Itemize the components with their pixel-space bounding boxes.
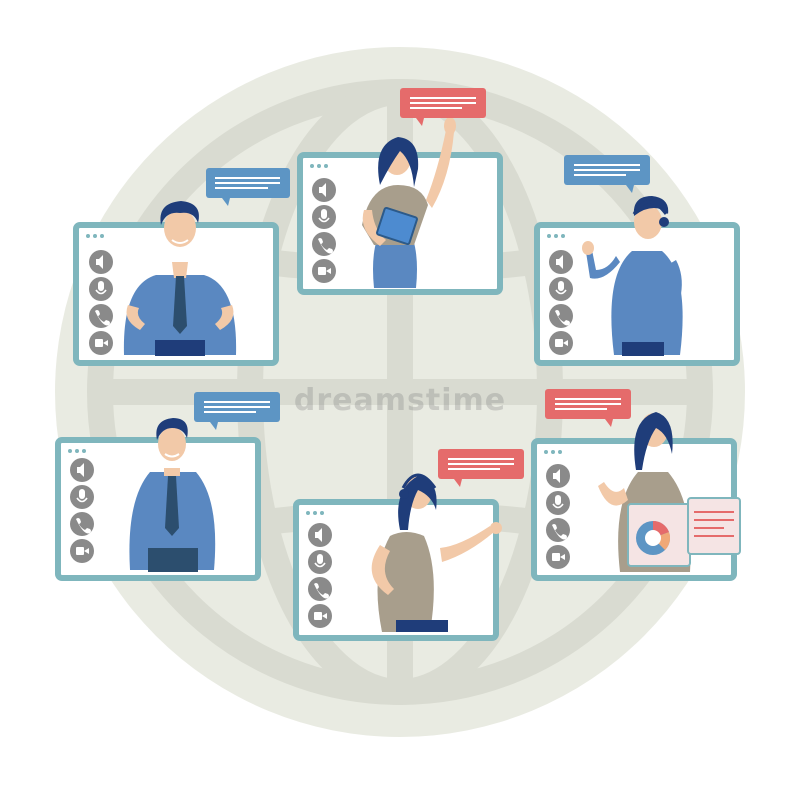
video-window-bottom-right[interactable] xyxy=(531,412,741,581)
chat-bubble-red-1 xyxy=(400,88,486,126)
chat-bubble-blue-3 xyxy=(194,392,280,430)
video-window-top-left[interactable] xyxy=(73,201,279,366)
chat-bubble-red-2 xyxy=(438,449,524,487)
chat-bubble-red-3 xyxy=(545,389,631,427)
chat-bubble-blue-2 xyxy=(564,155,650,193)
video-window-bottom-center[interactable] xyxy=(293,473,502,641)
video-window-bottom-left[interactable] xyxy=(55,418,261,581)
person-woman-headset xyxy=(371,473,502,632)
chart-card xyxy=(627,497,741,567)
video-window-top-right[interactable] xyxy=(534,196,740,366)
person-woman-book xyxy=(362,117,456,288)
video-window-top-center[interactable] xyxy=(297,117,503,295)
window-dots xyxy=(86,234,104,238)
person-man-headset xyxy=(582,196,683,356)
person-man-tie xyxy=(123,201,237,356)
chat-bubble-blue-1 xyxy=(206,168,290,206)
person-man-tie-2 xyxy=(129,418,216,572)
